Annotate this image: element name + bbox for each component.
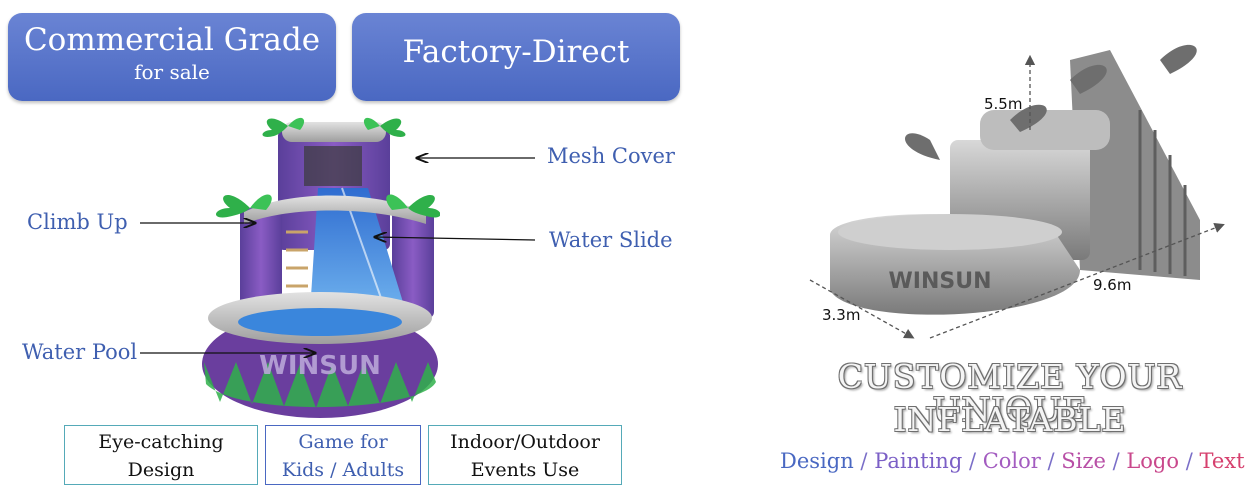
feature-line: Indoor/Outdoor [450, 431, 600, 453]
option-design: Design [780, 449, 854, 473]
option-separator: / [968, 449, 977, 473]
option-separator: / [1047, 449, 1055, 473]
feature-line: Eye-catching [98, 431, 224, 453]
callout-arrows [140, 0, 536, 500]
option-separator: / [1112, 449, 1120, 473]
feature-line: Events Use [470, 459, 580, 481]
feature-indoor-outdoor: Indoor/Outdoor Events Use [428, 425, 622, 485]
commercial-grade-title: Commercial Grade [23, 22, 321, 58]
factory-direct-title: Factory-Direct [402, 34, 630, 70]
option-separator: / [1185, 449, 1193, 473]
customize-heading-line2: INFLATABLE [893, 400, 1127, 439]
palm-tree-icon [386, 194, 440, 218]
feature-line: Kids / Adults [281, 459, 405, 481]
option-text: Text [1199, 449, 1245, 473]
palm-tree-icon [262, 117, 305, 137]
customize-heading-line1: CUSTOMIZE YOUR UNIQUE [837, 357, 1183, 429]
commercial-grade-badge: Commercial Grade for sale [8, 13, 336, 101]
feature-line: Game for [298, 431, 388, 453]
option-painting: Painting [874, 449, 963, 473]
palm-tree-icon [216, 194, 272, 218]
water-pool-label: Water Pool [22, 340, 138, 364]
palm-tree-icon [363, 117, 406, 137]
factory-direct-badge: Factory-Direct [352, 13, 680, 101]
brand-logo-text: WINSUN [259, 351, 381, 381]
option-size: Size [1061, 449, 1106, 473]
customization-options: Design / Painting / Color / Size / Logo … [780, 449, 1245, 473]
water-slide-product-image: WINSUN [202, 117, 440, 418]
option-color: Color [982, 449, 1041, 473]
climb-up-label: Climb Up [27, 210, 128, 234]
height-dimension: 5.5m [984, 95, 1023, 113]
width-dimension: 3.3m [822, 306, 861, 324]
brand-logo-text: WINSUN [889, 269, 992, 294]
mesh-cover-label: Mesh Cover [547, 144, 675, 168]
feature-eye-catching: Eye-catching Design [64, 425, 258, 485]
option-logo: Logo [1126, 449, 1180, 473]
water-slide-label: Water Slide [549, 228, 673, 252]
feature-game-for-all: Game for Kids / Adults [265, 425, 421, 485]
dimension-drawing-image: WINSUN [809, 44, 1225, 339]
length-dimension: 9.6m [1093, 276, 1132, 294]
feature-line: Design [127, 459, 195, 481]
option-separator: / [860, 449, 868, 473]
for-sale-subtitle: for sale [134, 60, 210, 84]
